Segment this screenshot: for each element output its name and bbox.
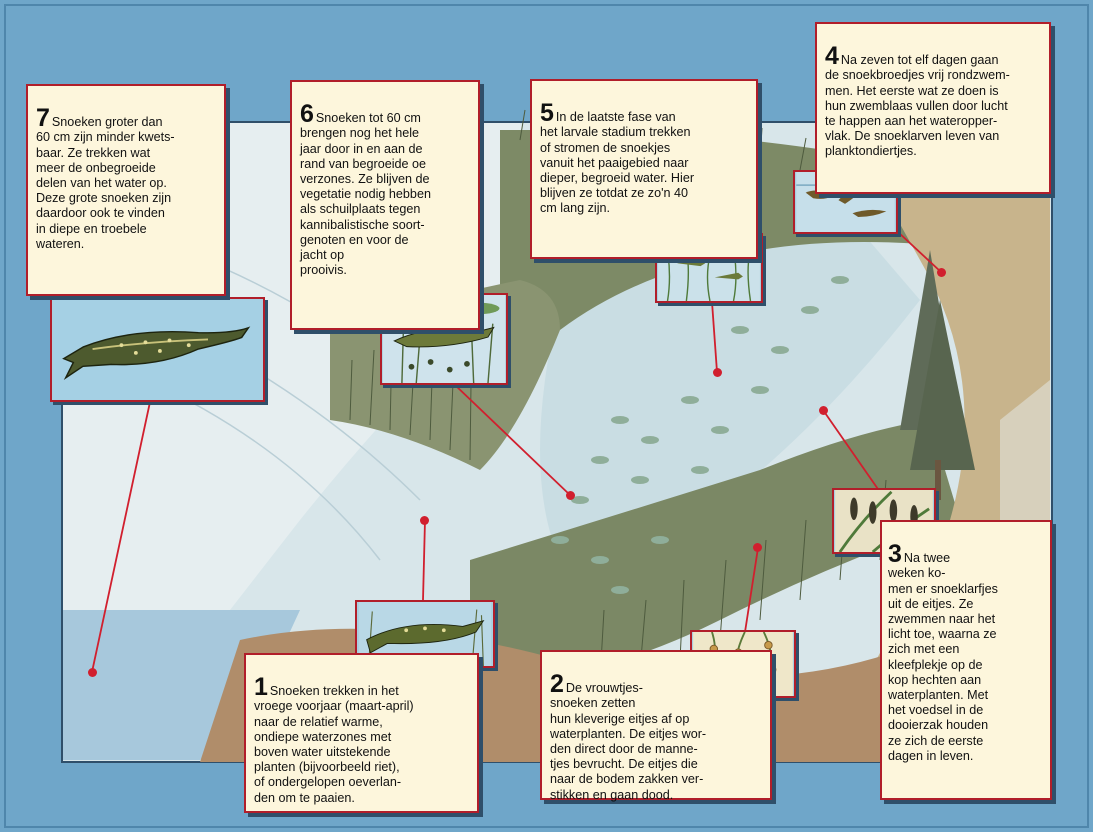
step-1-text: Snoeken trekken in het vroege voorjaar (… [254,684,414,805]
marker-dot-1 [420,516,429,525]
step-6-number: 6 [300,100,314,129]
leader-line-7 [91,401,151,673]
step-7-number: 7 [36,104,50,133]
marker-dot-5 [713,368,722,377]
marker-dot-7 [88,668,97,677]
leader-line-4 [897,231,942,273]
fish-icon [714,272,743,280]
step-5-number: 5 [540,99,554,128]
pike-icon [393,326,495,348]
step-6-text: Snoeken tot 60 cm brengen nog het hele j… [300,111,431,278]
marker-dot-6 [566,491,575,500]
leader-line-1 [422,519,426,601]
step-3-text: Na twee weken ko- men er snoeklarfjes ui… [888,551,998,763]
marker-dot-3 [819,406,828,415]
reed-belt-lower [470,420,960,690]
pike-icon [366,620,485,654]
step-2-number: 2 [550,670,564,699]
step-7-text: Snoeken groter dan 60 cm zijn minder kwe… [36,115,175,251]
leader-line-2 [744,547,759,633]
leader-line-5 [711,301,718,373]
step-5-text: In de laatste fase van het larvale stadi… [540,110,695,216]
step-4-text: Na zeven tot elf dagen gaan de snoekbroe… [825,53,1010,159]
marker-dot-4 [937,268,946,277]
step-3-number: 3 [888,540,902,569]
step-1-number: 1 [254,673,268,702]
marker-dot-2 [753,543,762,552]
large-pike-inset [50,297,265,402]
step-2-text: De vrouwtjes- snoeken zetten hun kleveri… [550,681,707,802]
fish-icon [676,259,706,267]
larva-icon [852,209,887,217]
step-4-number: 4 [825,42,839,71]
leader-line-3 [822,409,881,493]
leader-line-6 [454,384,571,496]
